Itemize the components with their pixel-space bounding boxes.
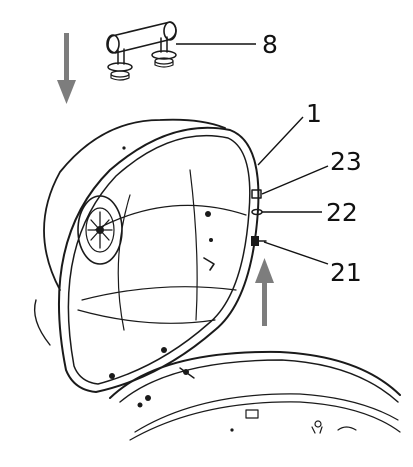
callout-label-23: 23 [330,147,362,176]
lid-part [33,118,260,393]
bottom-bowl [109,350,401,441]
leader-line-21 [263,241,329,265]
handle-part [106,21,177,81]
callout-label-22: 22 [326,198,358,227]
nut-part [251,189,262,199]
leader-line-23 [261,165,329,195]
bolt-part [251,236,267,246]
arrow-up-icon [255,258,274,326]
callout-label-1: 1 [306,99,322,128]
callout-label-8: 8 [262,30,278,59]
callout-label-21: 21 [330,258,362,287]
leader-line-1 [257,116,304,166]
arrow-down-icon [57,33,76,104]
